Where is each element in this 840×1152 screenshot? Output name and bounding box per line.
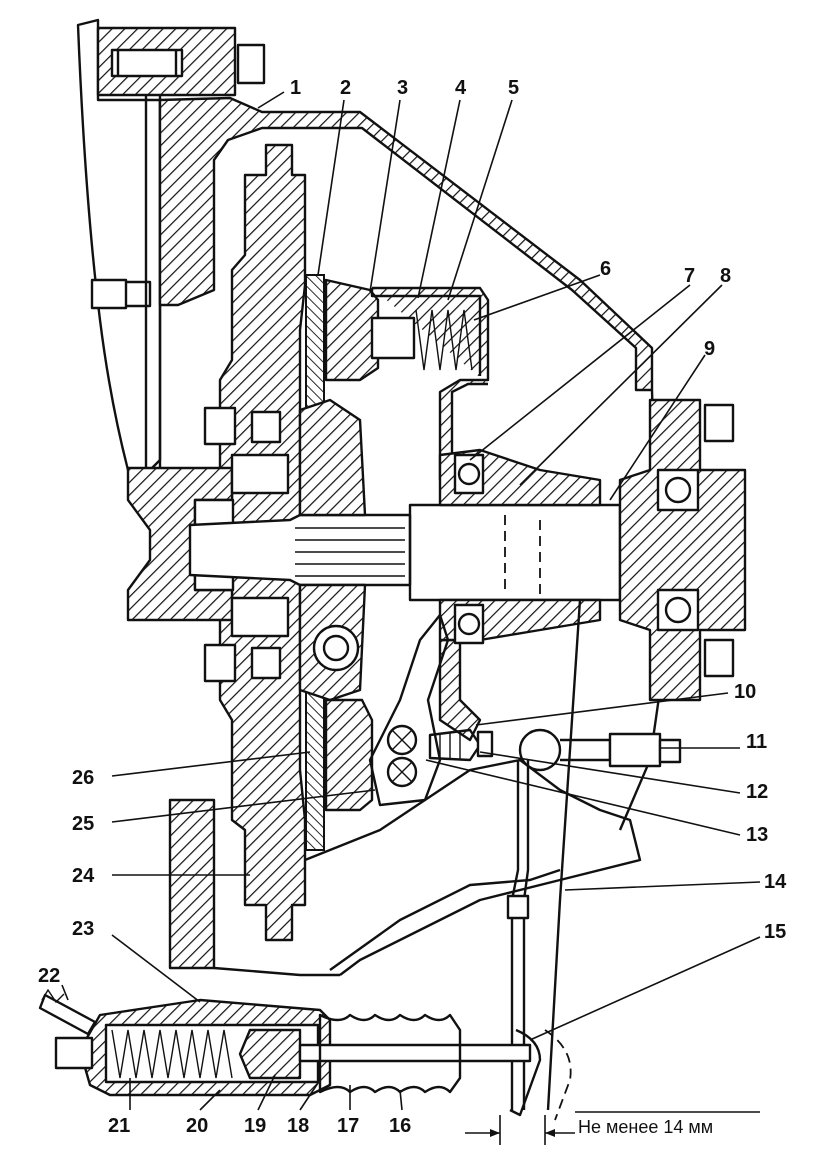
callout-3: 3 <box>397 77 408 99</box>
friction-disc <box>298 274 367 851</box>
callout-19: 19 <box>244 1115 266 1137</box>
callout-labels: 1 2 3 4 5 6 7 8 9 10 11 12 13 14 15 16 1… <box>38 77 787 1137</box>
callout-24: 24 <box>72 865 95 887</box>
callout-10: 10 <box>734 681 756 703</box>
pivot-ball-stud <box>518 728 682 772</box>
slave-cylinder <box>38 988 572 1121</box>
callout-8: 8 <box>720 265 731 287</box>
callout-6: 6 <box>600 258 611 280</box>
pressure-plate <box>324 278 380 812</box>
dimension-note: Не менее 14 мм <box>578 1117 713 1137</box>
clutch-cover <box>370 286 490 742</box>
callout-7: 7 <box>684 265 695 287</box>
callout-20: 20 <box>186 1115 208 1137</box>
callout-18: 18 <box>287 1115 309 1137</box>
callout-5: 5 <box>508 77 519 99</box>
clutch-housing <box>158 96 662 977</box>
callout-21: 21 <box>108 1115 130 1137</box>
callout-13: 13 <box>746 824 768 846</box>
callout-23: 23 <box>72 918 94 940</box>
callout-11: 11 <box>746 731 767 753</box>
callout-15: 15 <box>764 921 786 943</box>
leader-lines <box>61 91 761 1111</box>
callout-26: 26 <box>72 767 94 789</box>
callout-9: 9 <box>704 338 715 360</box>
release-bearing <box>438 448 602 645</box>
engine-block-flange <box>76 18 266 472</box>
callout-1: 1 <box>290 77 301 99</box>
gearbox-bearing-cover <box>618 398 747 702</box>
release-fork <box>368 613 494 807</box>
callout-25: 25 <box>72 813 94 835</box>
callout-12: 12 <box>746 781 768 803</box>
callout-4: 4 <box>455 77 467 99</box>
callout-14: 14 <box>764 871 787 893</box>
dimension-line: Не менее 14 мм <box>465 1111 760 1145</box>
callout-16: 16 <box>389 1115 411 1137</box>
callout-17: 17 <box>337 1115 359 1137</box>
callout-2: 2 <box>340 77 351 99</box>
callout-22: 22 <box>38 965 60 987</box>
